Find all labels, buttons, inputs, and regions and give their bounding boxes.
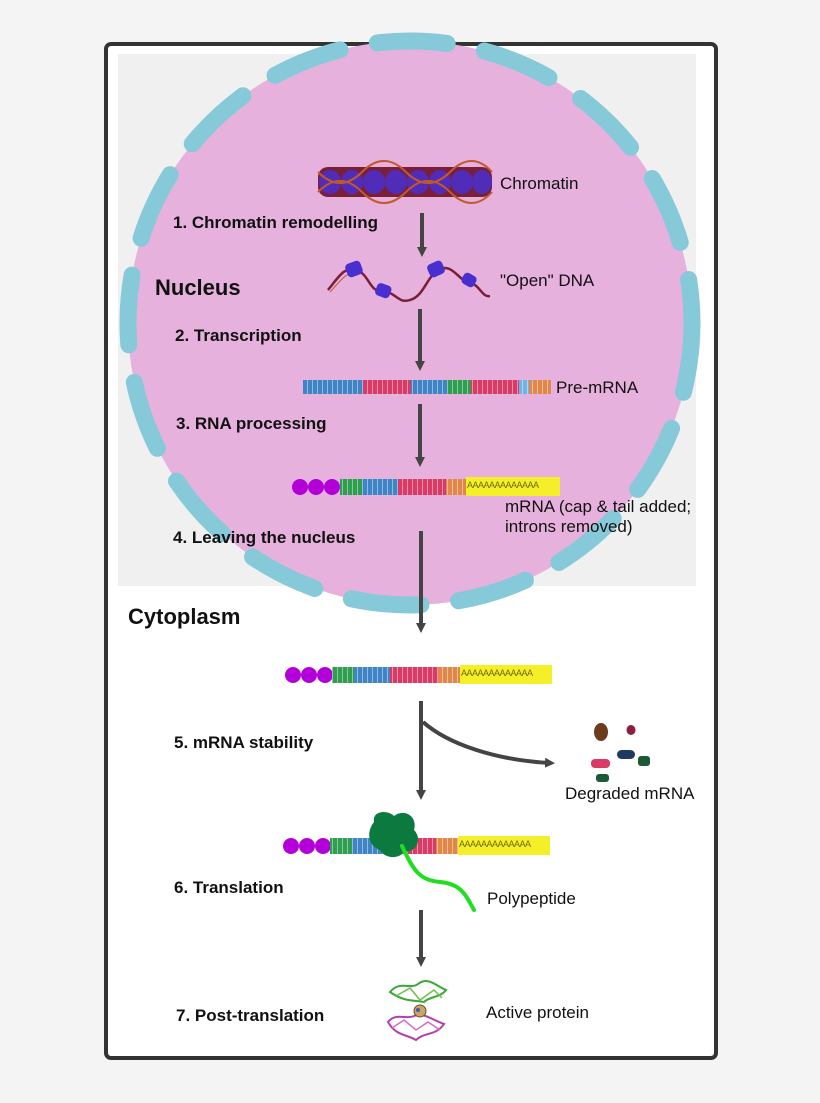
step-3-label: 3. RNA processing xyxy=(176,414,327,433)
step-7-label: 7. Post-translation xyxy=(176,1006,325,1025)
poly-a-tail-translation: AAAAAAAAAAAAA xyxy=(459,839,531,849)
degraded-mrna-fragments xyxy=(591,723,650,782)
nuclear-envelope xyxy=(119,32,701,614)
mrna-nucleus xyxy=(292,477,560,496)
mrna-processed-label: mRNA (cap & tail added; introns removed) xyxy=(505,497,692,536)
mrna-cytoplasm xyxy=(285,665,552,684)
pre-mrna-strand xyxy=(303,380,551,394)
cytoplasm-label: Cytoplasm xyxy=(128,604,241,629)
step-1-label: 1. Chromatin remodelling xyxy=(173,213,378,232)
active-protein-icon xyxy=(386,980,448,1042)
poly-a-tail-cytoplasm: AAAAAAAAAAAAA xyxy=(461,668,533,678)
ribosome-icon xyxy=(369,812,419,858)
arrow-degradation xyxy=(421,720,555,768)
step-2-label: 2. Transcription xyxy=(175,326,302,345)
nucleus-label: Nucleus xyxy=(155,275,241,300)
polypeptide-chain xyxy=(400,844,476,912)
chromatin-label: Chromatin xyxy=(500,174,579,193)
pre-mrna-label: Pre-mRNA xyxy=(556,378,639,397)
step-5-label: 5. mRNA stability xyxy=(174,733,314,752)
poly-a-tail-nucleus: AAAAAAAAAAAAA xyxy=(467,480,539,490)
chromatin-icon xyxy=(317,160,493,204)
open-dna-icon xyxy=(327,260,491,303)
polypeptide-label: Polypeptide xyxy=(487,889,576,908)
step-6-label: 6. Translation xyxy=(174,878,284,897)
open-dna-label: "Open" DNA xyxy=(500,271,595,290)
nucleus-body xyxy=(128,41,692,605)
degraded-mrna-label: Degraded mRNA xyxy=(565,784,695,803)
active-protein-label: Active protein xyxy=(486,1003,589,1022)
step-4-label: 4. Leaving the nucleus xyxy=(173,528,356,547)
